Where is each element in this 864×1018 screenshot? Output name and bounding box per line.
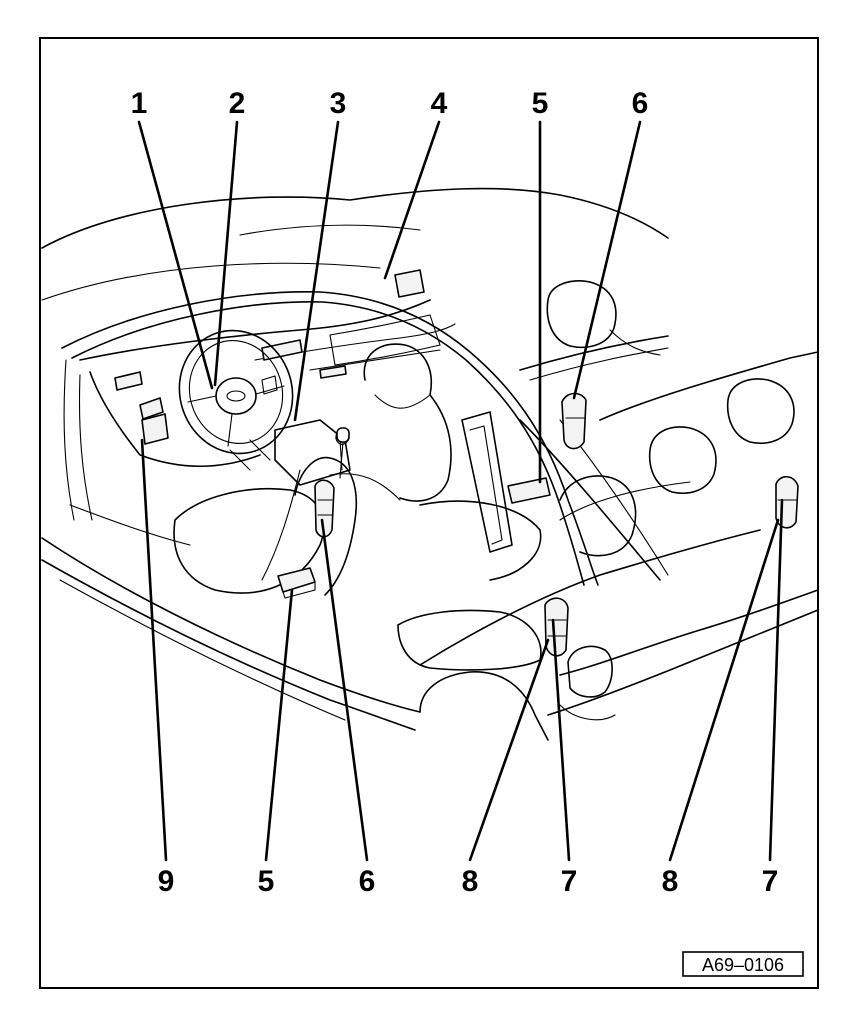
passenger-seat-back (363, 343, 452, 502)
door-side-airbag-front (544, 597, 569, 657)
b-pillar (461, 411, 513, 553)
callout-7-left: 7 (561, 865, 578, 898)
door-side-airbag-rear (775, 475, 799, 529)
driver-seat-control-unit (277, 567, 316, 593)
callout-6-top: 6 (632, 87, 649, 120)
roof-inner-line (41, 262, 381, 301)
dash-vent-right (394, 269, 425, 298)
callouts-top: 1 2 3 4 5 6 (131, 87, 649, 120)
callouts-bottom: 9 5 6 8 7 8 7 (158, 865, 779, 898)
roof-outline (41, 187, 669, 249)
rear-headrest-2 (648, 426, 717, 494)
driver-airbag-hub (215, 377, 257, 415)
dashboard-lower (89, 371, 261, 468)
driver-seat-side-airbag (314, 479, 335, 538)
leader-3 (293, 120, 340, 422)
callout-9: 9 (158, 865, 175, 898)
leader-8-right (668, 518, 780, 862)
rear-door-outline (419, 529, 761, 666)
callout-5-top: 5 (532, 87, 549, 120)
leader-1 (137, 120, 214, 390)
rear-headrest-3 (726, 378, 795, 444)
rear-seat-side-airbag-right (561, 392, 587, 450)
front-wheel-arch (419, 671, 536, 716)
steering-wheel (178, 329, 294, 455)
leader-4 (383, 120, 441, 280)
b-pillar-control-unit (507, 477, 551, 504)
figure-reference-tag: A69–0106 (682, 951, 804, 977)
rear-body-line (547, 609, 819, 716)
driver-seat-back (294, 456, 357, 596)
dashboard-top (79, 299, 431, 361)
callout-2: 2 (229, 87, 246, 120)
callout-7-right: 7 (762, 865, 779, 898)
figure-border (39, 37, 819, 989)
callout-6-bottom: 6 (359, 865, 376, 898)
leader-5-bottom (264, 588, 294, 862)
leader-7-right (768, 498, 784, 862)
door-sill (41, 537, 421, 713)
leader-6-bottom (320, 518, 369, 862)
leader-6-top (572, 120, 642, 400)
rear-seat-bench (397, 609, 542, 671)
leader-9 (140, 438, 168, 862)
a-pillar (61, 291, 599, 586)
rear-pillar (519, 419, 661, 581)
leader-lines (137, 120, 784, 862)
leader-2 (213, 120, 239, 387)
callout-1: 1 (131, 87, 148, 120)
dash-vent-center (261, 339, 303, 361)
callout-8-right: 8 (662, 865, 679, 898)
leader-7-left (551, 618, 571, 862)
knee-bolster-airbag-box (141, 413, 169, 445)
leader-8-left (468, 638, 550, 862)
driver-seat-cushion (173, 487, 325, 594)
reference-label: A69–0106 (702, 955, 784, 975)
car-interior-illustration (41, 187, 819, 741)
rear-wheel-arch (567, 645, 613, 698)
reference-box (682, 951, 804, 977)
callout-8-left: 8 (462, 865, 479, 898)
callout-5-bottom: 5 (258, 865, 275, 898)
callout-3: 3 (330, 87, 347, 120)
rear-headrest-1 (546, 280, 617, 349)
rear-seat-back-left (559, 475, 637, 557)
dash-vent-left (114, 371, 143, 391)
callout-4: 4 (431, 87, 448, 120)
center-console (274, 419, 351, 486)
